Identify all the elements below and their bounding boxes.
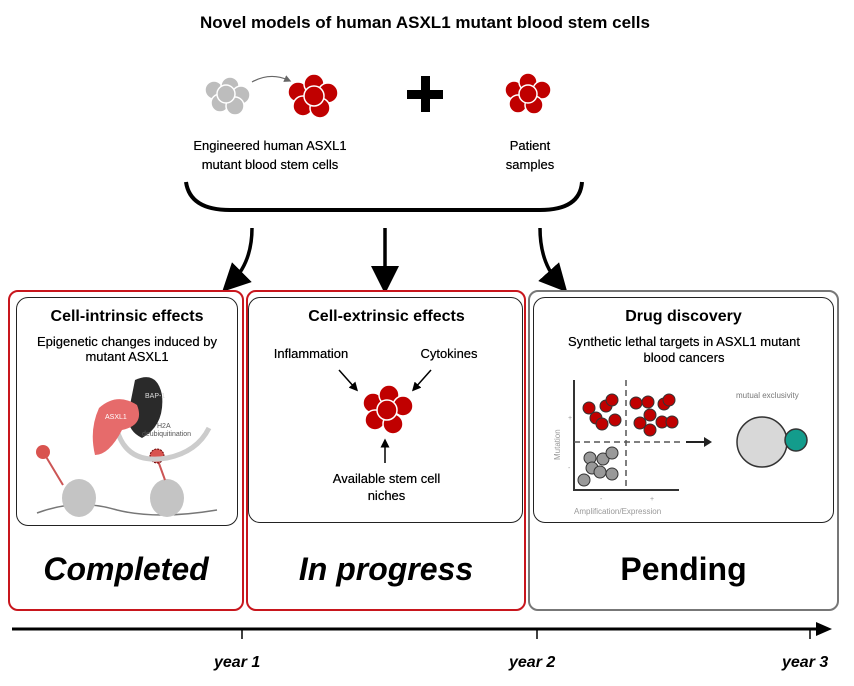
stage-in-progress	[246, 290, 526, 611]
ub-icon	[36, 445, 50, 459]
stage-completed	[8, 290, 244, 611]
red-cell-cluster	[287, 73, 339, 119]
svg-text:Amplification/Expression: Amplification/Expression	[574, 507, 661, 516]
svg-text:Mutation: Mutation	[553, 429, 562, 460]
top-illustration	[184, 72, 584, 290]
patient-cell-cluster	[504, 72, 552, 115]
bracket	[184, 181, 584, 212]
svg-text:-: -	[600, 496, 603, 503]
status-in-progress: In progress	[298, 551, 474, 587]
patient-label: Patient samples	[505, 138, 555, 172]
year-1-label: year 1	[214, 654, 261, 671]
panel-heading: Cell-extrinsic effects	[308, 308, 465, 325]
panel-heading: Drug discovery	[625, 308, 742, 325]
epigenetic-illustration: BAP-1 ASXL1 H2A deubiquitination	[36, 377, 218, 517]
year-3-label: year 3	[782, 654, 829, 671]
cell-extrinsic-panel: Cell-extrinsic effects Inflammation Cyto…	[248, 297, 523, 523]
niches-label: Available stem cell niches	[332, 471, 441, 503]
drug-discovery-panel: Drug discovery Synthetic lethal targets …	[533, 297, 834, 523]
stage-pending	[528, 290, 839, 611]
inflammation-label: Inflammation	[273, 346, 349, 361]
engineered-label: Engineered human ASXL1 mutant blood stem…	[193, 138, 347, 172]
status-completed: Completed	[43, 551, 209, 587]
asxl1-shape	[92, 399, 140, 455]
arrow-right	[538, 227, 568, 290]
svg-text:+: +	[650, 496, 654, 503]
mutual-exclusivity-illustration: + - - + Mutation Amplification/Expressio…	[553, 380, 808, 516]
panel-heading: Cell-intrinsic effects	[50, 308, 204, 325]
bap1-shape	[128, 377, 163, 438]
svg-text:-: -	[568, 465, 571, 472]
cell-intrinsic-panel: Cell-intrinsic effects Epigenetic change…	[16, 297, 238, 526]
gray-cell-cluster	[204, 76, 251, 116]
year-2-label: year 2	[509, 654, 556, 671]
svg-text:BAP-1: BAP-1	[145, 393, 165, 400]
diagram-title: Novel models of human ASXL1 mutant blood…	[200, 13, 650, 32]
arrow-left	[222, 227, 254, 290]
cytokines-label: Cytokines	[420, 346, 478, 361]
red-cell-cluster	[362, 384, 414, 435]
niche-illustration	[338, 369, 432, 463]
timeline-axis	[12, 622, 832, 639]
svg-text:+: +	[568, 415, 572, 422]
panel-subtitle: Synthetic lethal targets in ASXL1 mutant…	[568, 334, 800, 365]
status-pending: Pending	[620, 551, 747, 587]
svg-text:ASXL1: ASXL1	[105, 414, 127, 421]
svg-text:mutual exclusivity: mutual exclusivity	[736, 391, 799, 400]
svg-text:deubiquitination: deubiquitination	[142, 431, 191, 438]
panel-subtitle: Epigenetic changes induced by mutant ASX…	[37, 334, 217, 364]
transform-arrow	[251, 75, 292, 83]
svg-text:H2A: H2A	[157, 423, 171, 430]
plus-icon	[407, 76, 443, 112]
